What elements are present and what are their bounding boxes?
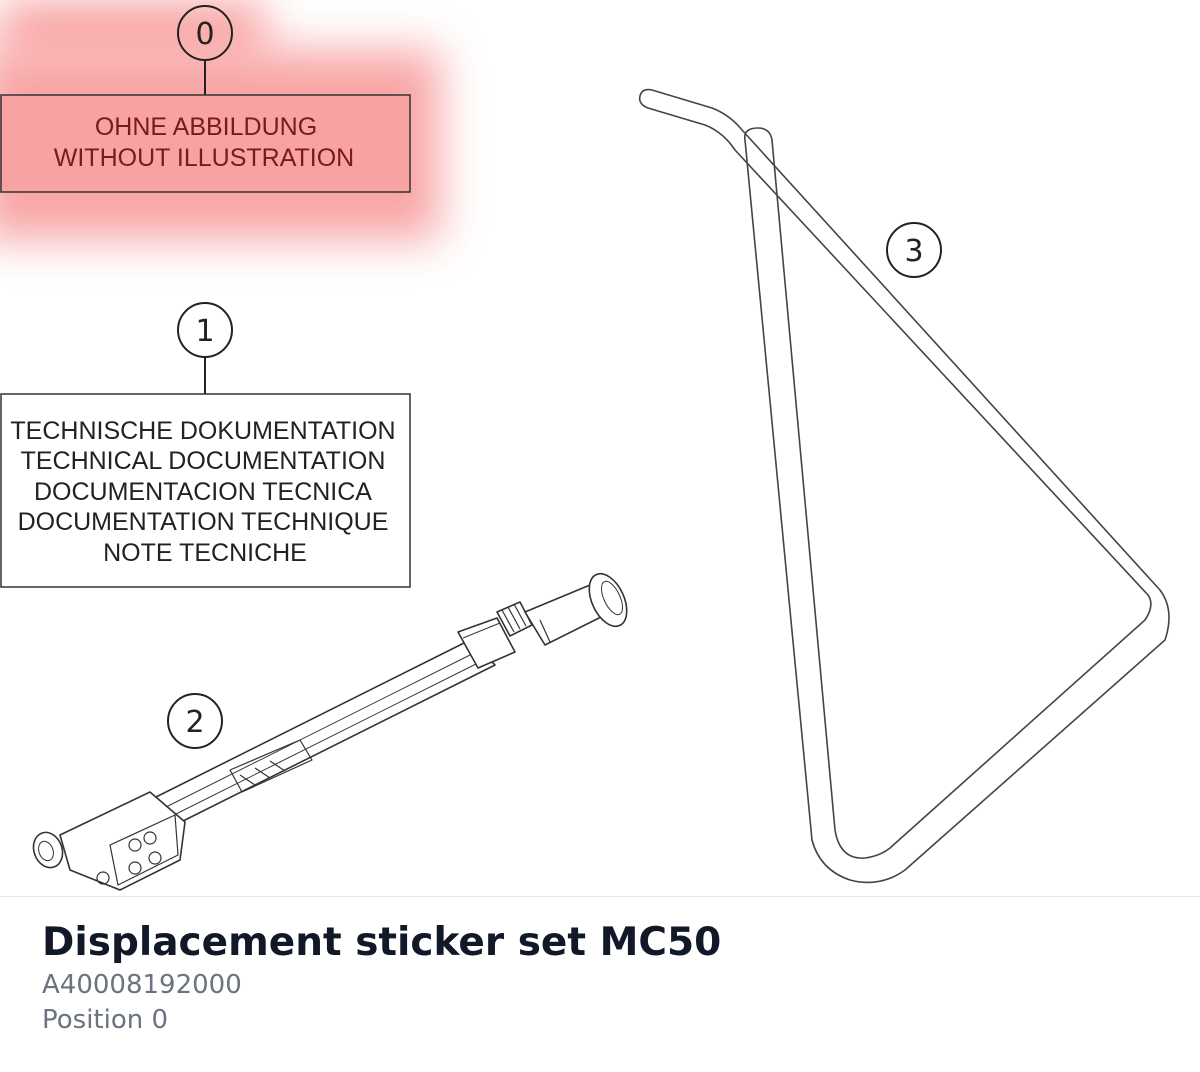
callout-1-number: 1 xyxy=(195,314,214,349)
callout-2-number: 2 xyxy=(185,705,204,740)
part-3-stand[interactable] xyxy=(638,88,1170,884)
callout-0-box xyxy=(0,94,411,193)
callout-3[interactable]: 3 xyxy=(886,222,942,278)
exploded-parts-diagram: 0 OHNE ABBILDUNG WITHOUT ILLUSTRATION 1 … xyxy=(0,0,1170,891)
callout-1-line-5: NOTE TECNICHE xyxy=(103,539,307,567)
callout-0-line-1: OHNE ABBILDUNG xyxy=(95,113,317,141)
callout-1-box xyxy=(0,393,411,588)
callout-3-number: 3 xyxy=(904,234,923,269)
callout-0-line-2: WITHOUT ILLUSTRATION xyxy=(54,144,354,172)
callout-1-line-1: TECHNISCHE DOKUMENTATION xyxy=(10,417,395,445)
callout-0-highlight xyxy=(0,0,440,240)
position-label: Position 0 xyxy=(42,1005,169,1035)
callout-0[interactable]: 0 OHNE ABBILDUNG WITHOUT ILLUSTRATION xyxy=(0,5,411,193)
callout-1[interactable]: 1 TECHNISCHE DOKUMENTATION TECHNICAL DOC… xyxy=(0,302,411,588)
callout-0-number: 0 xyxy=(195,17,214,52)
callout-2[interactable]: 2 xyxy=(167,693,223,749)
section-divider xyxy=(0,896,1200,897)
callout-1-line-4: DOCUMENTATION TECHNIQUE xyxy=(18,508,389,536)
part-number: A40008192000 xyxy=(42,970,242,1000)
callout-1-line-3: DOCUMENTACION TECNICA xyxy=(34,478,372,506)
callout-1-line-2: TECHNICAL DOCUMENTATION xyxy=(21,447,386,475)
product-title: Displacement sticker set MC50 xyxy=(42,920,722,965)
product-info: Displacement sticker set MC50 A400081920… xyxy=(42,918,721,1038)
part-2-tool[interactable] xyxy=(29,568,635,891)
